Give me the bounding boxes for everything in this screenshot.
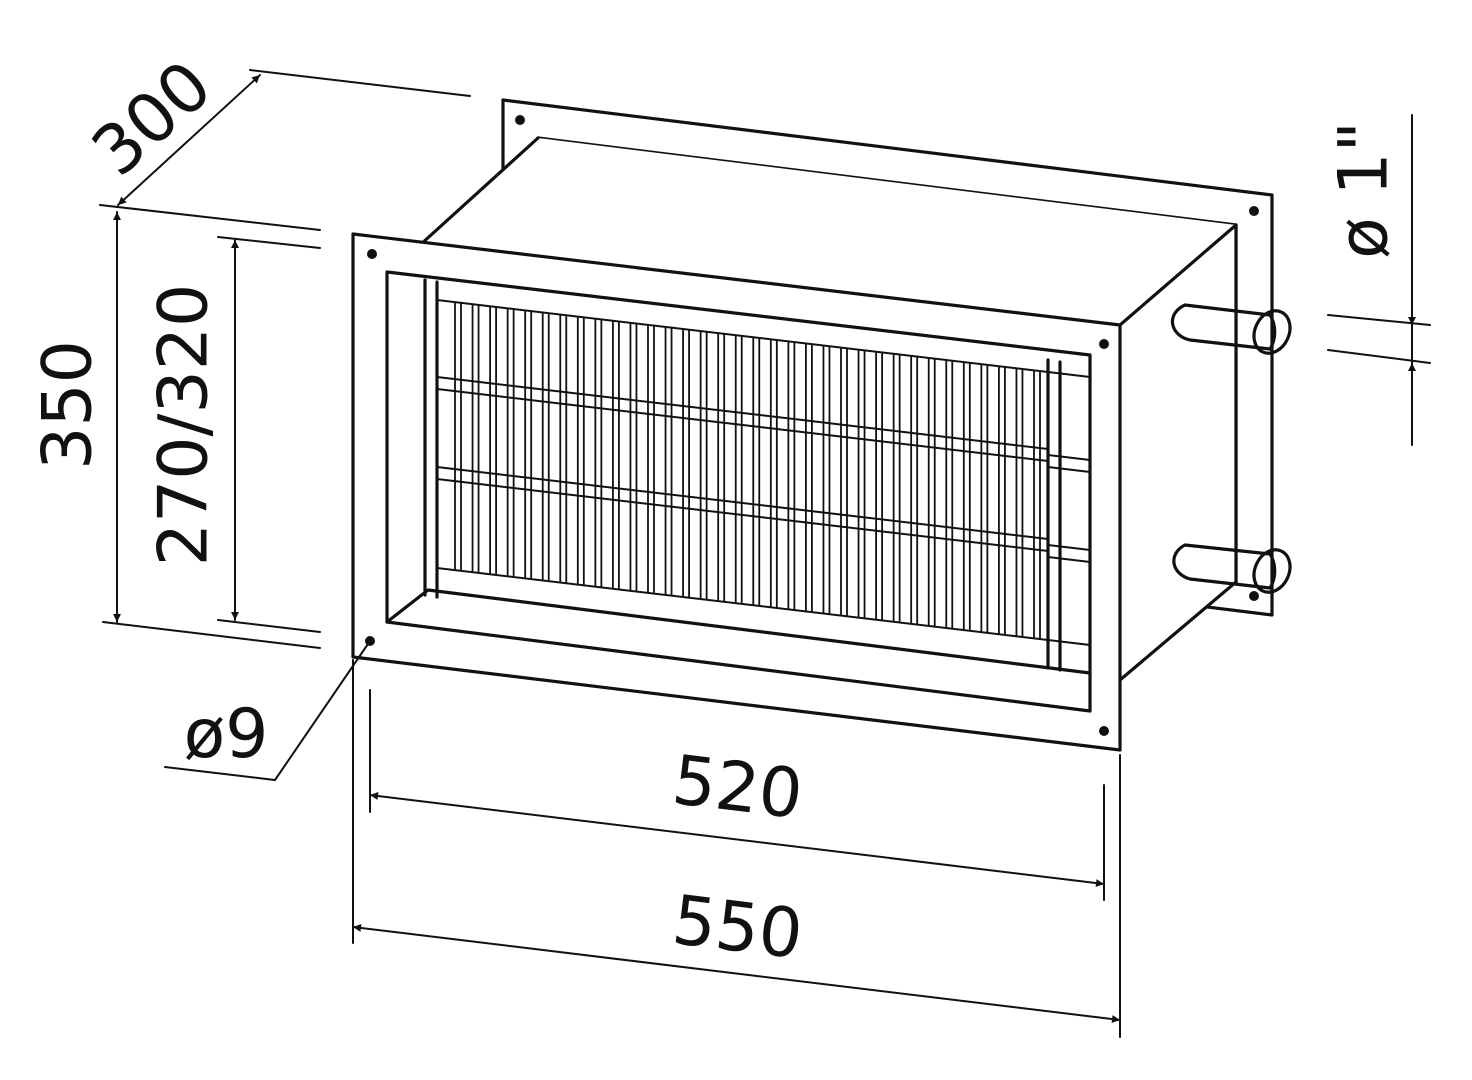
dim-pipe: ø 1" [1325, 114, 1431, 446]
pipe-upper [1170, 303, 1292, 355]
dim-pipe-label: ø 1" [1325, 121, 1404, 259]
dim-height: 350 [29, 211, 321, 649]
dim-height-label: 350 [29, 340, 108, 470]
pipe-lower [1172, 543, 1292, 594]
dim-hole-label: ø9 [184, 695, 269, 774]
dim-width-label: 550 [668, 881, 806, 975]
dim-inner-height-label: 270/320 [145, 284, 224, 567]
housing-body [418, 136, 1238, 682]
dim-depth: 300 [78, 46, 471, 231]
dim-inner-width-label: 520 [668, 741, 806, 835]
dim-width: 550 [352, 659, 1121, 1038]
heater-coil [423, 278, 1091, 672]
dim-hole: ø9 [164, 640, 371, 782]
dim-inner-width: 520 [369, 689, 1105, 901]
dim-inner-height: 270/320 [145, 236, 321, 633]
coil-fins [454, 302, 1041, 639]
dim-depth-label: 300 [78, 46, 227, 192]
